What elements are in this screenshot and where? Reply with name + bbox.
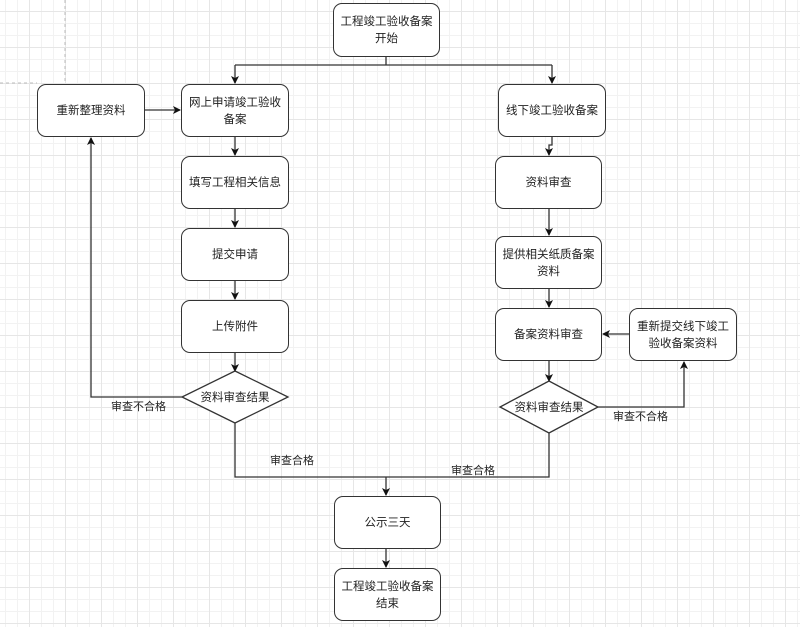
node-upload[interactable]: 上传附件 <box>181 300 289 353</box>
node-start[interactable]: 工程竣工验收备案开始 <box>333 3 440 57</box>
node-reorganize[interactable]: 重新整理资料 <box>37 84 145 137</box>
node-fill-info[interactable]: 填写工程相关信息 <box>181 156 289 209</box>
node-online-apply[interactable]: 网上申请竣工验收备案 <box>181 84 289 137</box>
edge-label-left-fail: 审查不合格 <box>111 400 166 413</box>
node-end[interactable]: 工程竣工验收备案结束 <box>334 568 441 621</box>
edge-right-pass <box>386 433 550 478</box>
node-provide-paper[interactable]: 提供相关纸质备案资料 <box>495 236 602 289</box>
decision-offline-review-label: 资料审查结果 <box>514 400 584 414</box>
edge-left-pass <box>234 423 386 478</box>
decision-offline-review[interactable] <box>498 380 600 434</box>
node-resubmit[interactable]: 重新提交线下竣工验收备案资料 <box>629 308 737 361</box>
edge-label-left-pass: 审查合格 <box>270 454 314 467</box>
node-publicize[interactable]: 公示三天 <box>334 496 441 549</box>
edge-label-right-pass: 审查合格 <box>451 464 495 477</box>
decision-online-review[interactable] <box>180 370 290 424</box>
node-submit[interactable]: 提交申请 <box>181 228 289 281</box>
node-filing-review[interactable]: 备案资料审查 <box>495 308 602 361</box>
node-material-review[interactable]: 资料审查 <box>495 156 602 209</box>
edge-right-fail <box>598 361 688 408</box>
edge-label-right-fail: 审查不合格 <box>613 410 668 423</box>
edge-left-fail <box>87 137 182 398</box>
decision-online-review-label: 资料审查结果 <box>200 390 270 404</box>
node-offline[interactable]: 线下竣工验收备案 <box>498 84 606 137</box>
edge-offline-to-material <box>545 137 553 156</box>
